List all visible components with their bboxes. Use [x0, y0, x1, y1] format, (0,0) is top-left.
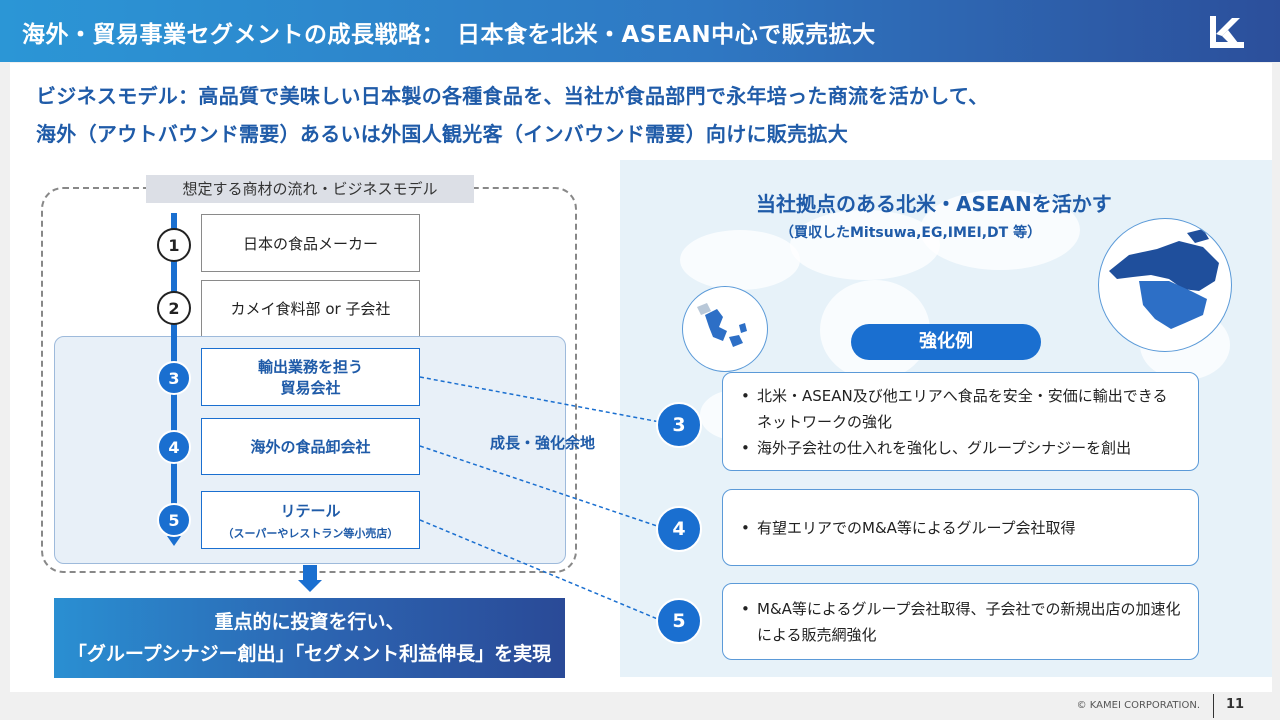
example-item: 北米・ASEAN及び他エリアへ食品を安全・安価に輸出できるネットワークの強化 [739, 383, 1182, 435]
investment-result-box: 重点的に投資を行い、 「グループシナジー創出」「セグメント利益伸長」を実現 [54, 598, 565, 678]
flow-arrow-head-icon [167, 536, 181, 546]
step-number-5: 5 [157, 503, 191, 537]
north-america-globe-icon [1098, 218, 1232, 352]
page-number: 11 [1226, 697, 1245, 712]
step-label: 日本の食品メーカー [242, 234, 378, 253]
step-label: 海外の食品卸会社 [250, 438, 371, 456]
footer-divider [1213, 694, 1214, 718]
step-number-4: 4 [157, 430, 191, 464]
strength-heading: 当社拠点のある北米・ASEANを活かす [756, 192, 1112, 216]
step-box-wholesaler: 海外の食品卸会社 [201, 418, 420, 475]
down-arrow-icon [303, 565, 317, 581]
example-item: 有望エリアでのM&A等によるグループ会社取得 [739, 515, 1182, 541]
business-model-line-2: 海外（アウトバウンド需要）あるいは外国人観光客（インバウンド需要）向けに販売拡大 [36, 122, 848, 146]
step-label: リテール [280, 501, 341, 520]
step-label: カメイ食料部 or 子会社 [230, 300, 391, 318]
step-number-3: 3 [157, 361, 191, 395]
step-label-line-2: 貿易会社 [280, 379, 341, 397]
step-number-1: 1 [157, 228, 191, 262]
page-title: 海外・貿易事業セグメントの成長戦略： 日本食を北米・ASEAN中心で販売拡大 [22, 22, 876, 48]
example-box-3: 北米・ASEAN及び他エリアへ食品を安全・安価に輸出できるネットワークの強化 海… [722, 372, 1199, 471]
step-box-kamei-food: カメイ食料部 or 子会社 [201, 280, 420, 336]
map-continent-shape [790, 210, 940, 280]
example-number-5: 5 [656, 598, 702, 644]
example-item: M&A等によるグループ会社取得、子会社での新規出店の加速化による販売網強化 [739, 596, 1182, 648]
down-arrow-head-icon [298, 580, 322, 592]
flow-label: 想定する商材の流れ・ビジネスモデル [146, 175, 474, 203]
step-number-2: 2 [157, 291, 191, 325]
example-number-3: 3 [656, 402, 702, 448]
step-sublabel: （スーパーやレストラン等小売店） [222, 526, 399, 540]
asean-globe-icon [682, 286, 768, 372]
header-bar: 海外・貿易事業セグメントの成長戦略： 日本食を北米・ASEAN中心で販売拡大 [0, 0, 1280, 62]
step-box-retail: リテール （スーパーやレストラン等小売店） [201, 491, 420, 549]
step-box-trading-company: 輸出業務を担う 貿易会社 [201, 348, 420, 406]
step-box-food-maker: 日本の食品メーカー [201, 214, 420, 272]
copyright: © KAMEI CORPORATION. [1076, 700, 1200, 711]
result-line-1: 重点的に投資を行い、 [214, 611, 405, 633]
step-label: 輸出業務を担う [257, 358, 363, 376]
business-model-line-1: ビジネスモデル：高品質で美味しい日本製の各種食品を、当社が食品部門で永年培った商… [36, 84, 989, 108]
kamei-logo-icon [1210, 16, 1244, 48]
map-continent-shape [680, 230, 800, 290]
strength-subheading: （買収したMitsuwa,EG,IMEI,DT 等） [780, 225, 1042, 241]
example-item: 海外子会社の仕入れを強化し、グループシナジーを創出 [739, 435, 1182, 461]
map-continent-shape [920, 190, 1080, 270]
result-line-2: 「グループシナジー創出」「セグメント利益伸長」を実現 [67, 643, 552, 665]
strength-example-pill: 強化例 [851, 324, 1041, 360]
example-box-4: 有望エリアでのM&A等によるグループ会社取得 [722, 489, 1199, 566]
growth-label: 成長・強化余地 [490, 434, 596, 452]
example-number-4: 4 [656, 506, 702, 552]
example-box-5: M&A等によるグループ会社取得、子会社での新規出店の加速化による販売網強化 [722, 583, 1199, 660]
